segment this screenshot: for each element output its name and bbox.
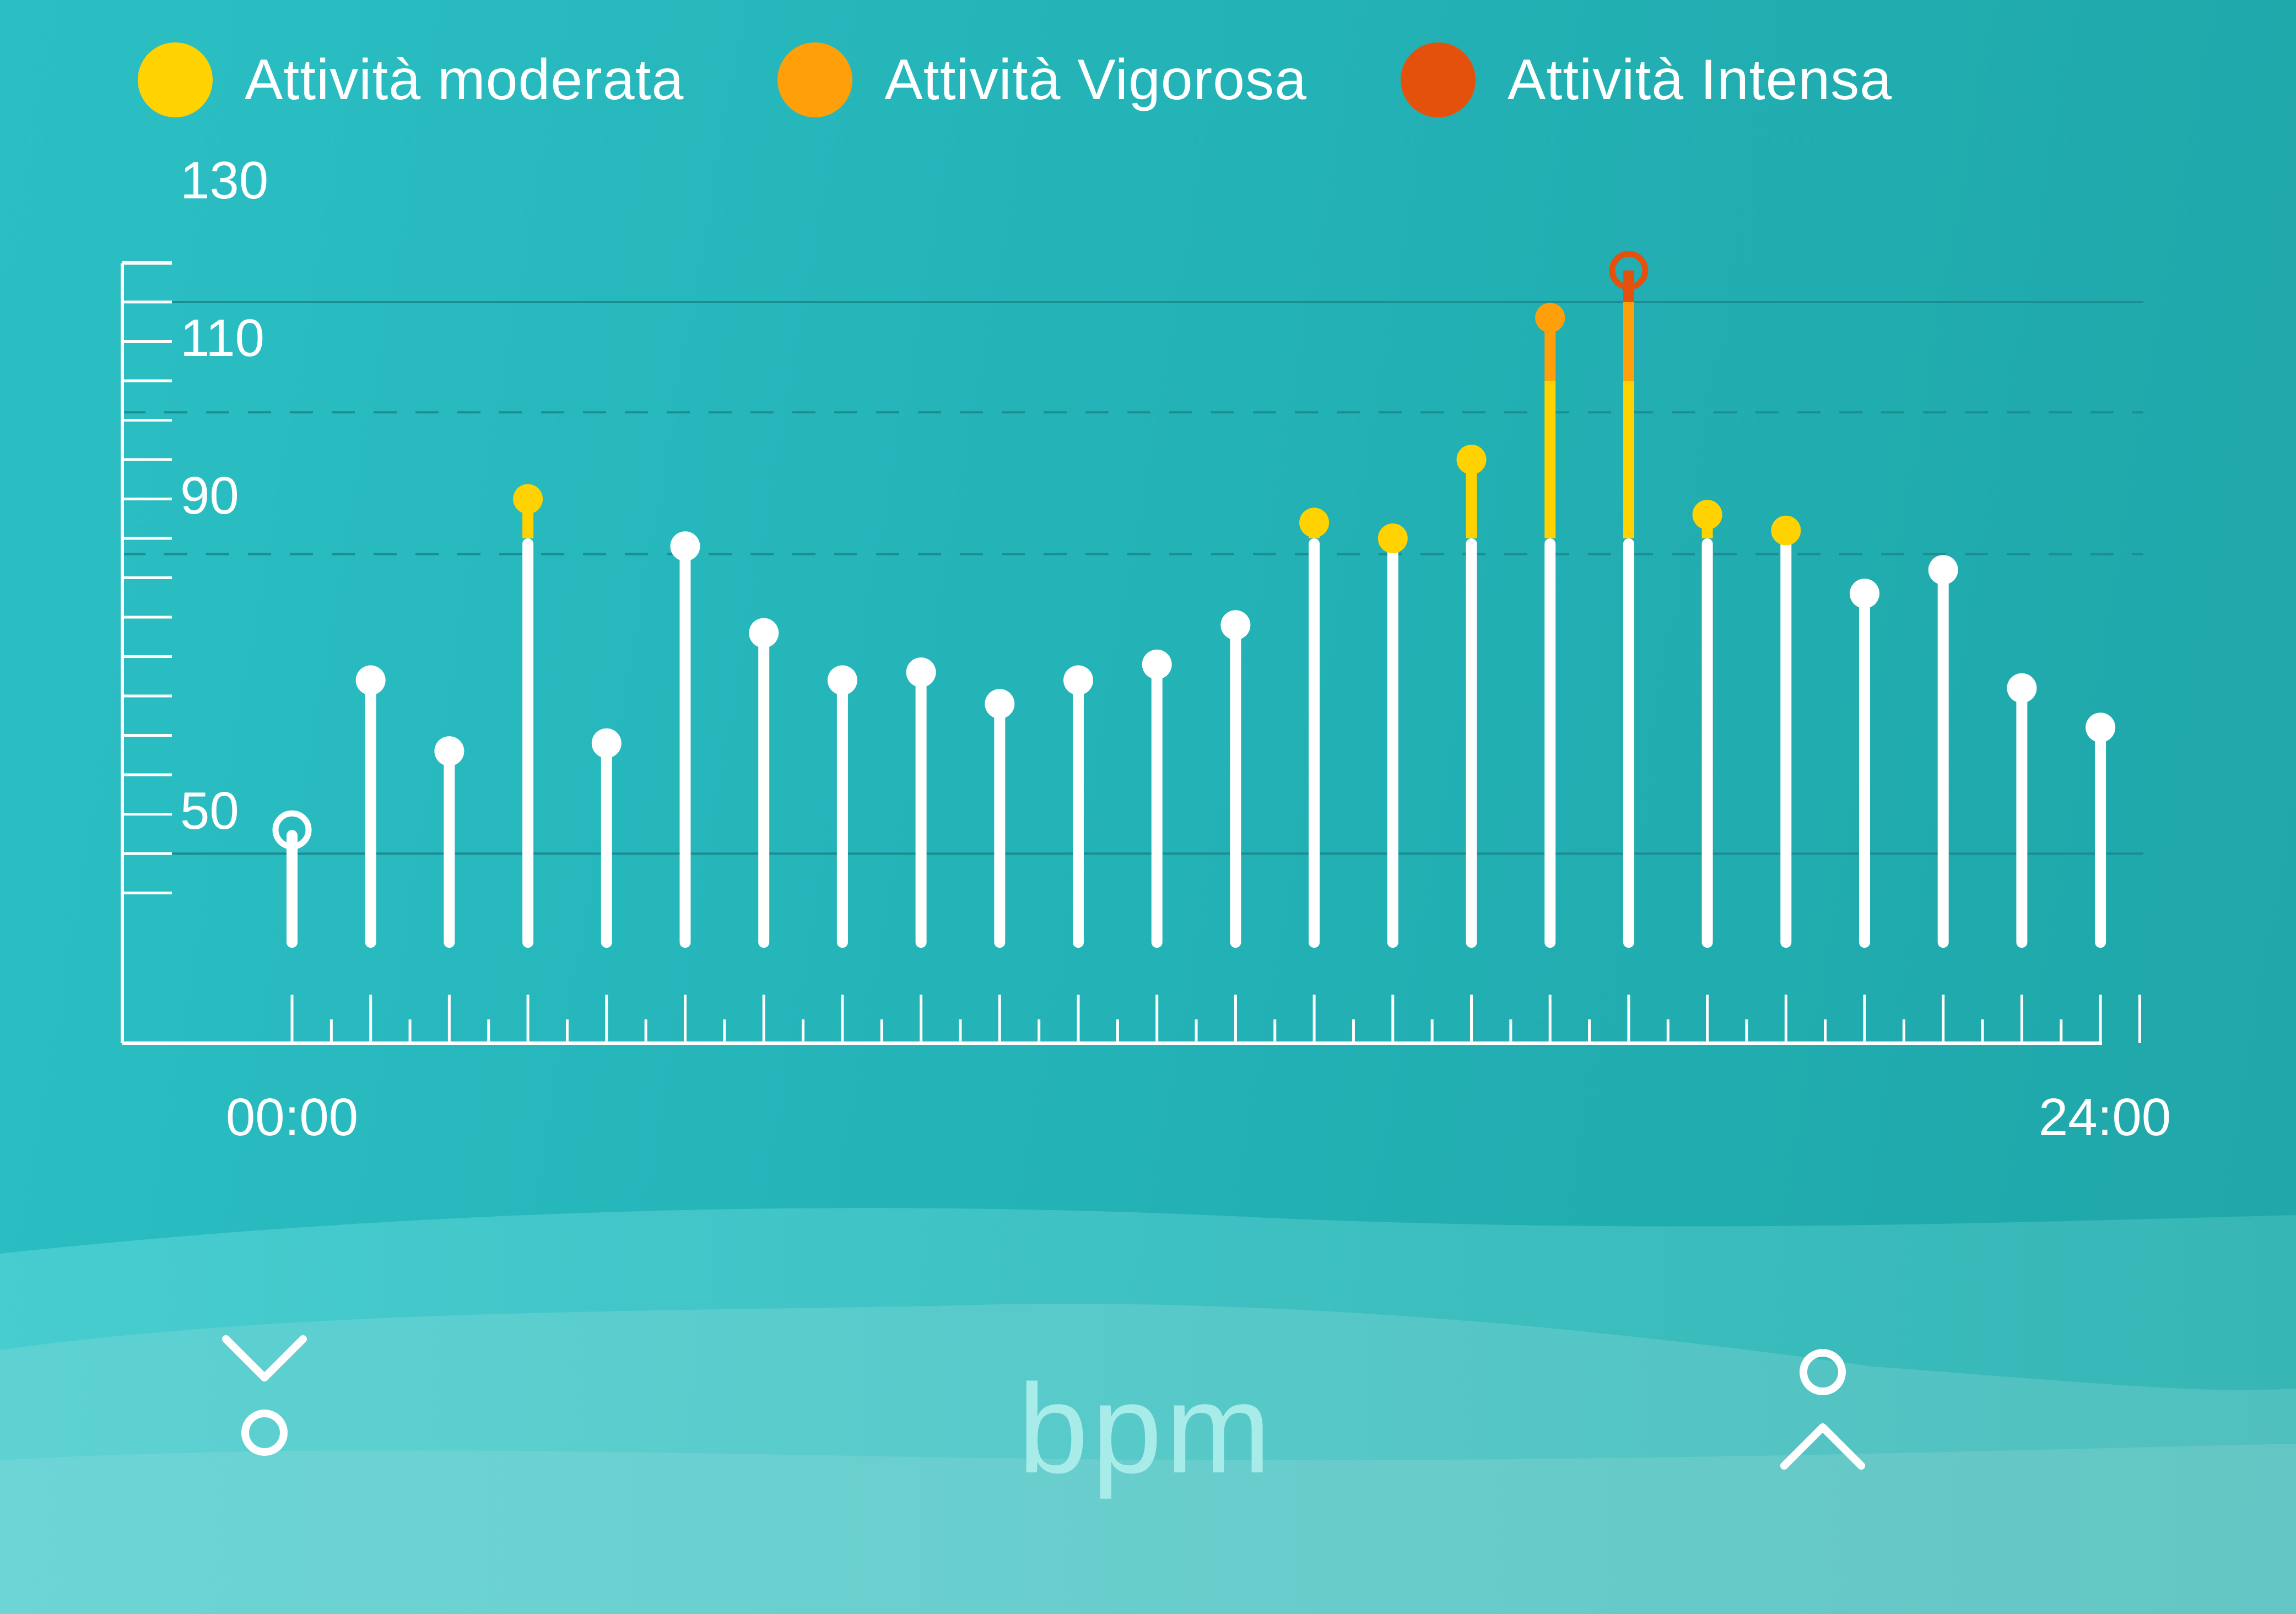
bar-17-segment-0 <box>1623 538 1634 948</box>
bar-21-segment-0 <box>1937 570 1949 948</box>
bar-10-point <box>1063 665 1093 695</box>
bar-7-point <box>827 665 857 695</box>
bar-12-segment-0 <box>1230 625 1241 948</box>
bar-19-point <box>1771 515 1801 546</box>
bar-15-segment-1 <box>1466 460 1477 538</box>
bar-6-segment-0 <box>758 633 770 948</box>
bar-0-segment-0 <box>287 830 298 948</box>
bar-18-segment-0 <box>1701 538 1713 948</box>
unit-label: bpm <box>1018 1358 1274 1499</box>
bar-17-max-marker <box>1609 251 1649 290</box>
bar-4-point <box>591 728 622 758</box>
bar-21-point <box>1928 555 1958 585</box>
bar-13-segment-0 <box>1309 538 1320 948</box>
bar-23-point <box>2086 712 2116 743</box>
bar-9-segment-0 <box>994 704 1006 948</box>
y-tick-label-130: 130 <box>180 151 268 210</box>
bar-10-segment-0 <box>1073 680 1084 948</box>
bar-2-segment-0 <box>444 751 455 948</box>
bar-15-point <box>1456 445 1487 474</box>
bar-11-segment-0 <box>1151 664 1163 948</box>
bar-0-min-marker <box>272 810 312 850</box>
legend-marker-vigorous <box>777 42 853 117</box>
bar-20-point <box>1850 579 1879 609</box>
bar-20-segment-0 <box>1859 593 1870 948</box>
x-label-end: 24:00 <box>2039 1088 2171 1147</box>
bar-4-segment-0 <box>601 743 612 948</box>
bar-22-point <box>2007 673 2037 703</box>
legend-label-vigorous: Attività Vigorosa <box>884 47 1307 112</box>
bar-1-segment-0 <box>365 680 376 948</box>
legend-marker-moderate <box>138 42 213 117</box>
legend-label-moderate: Attività moderata <box>245 47 684 112</box>
bar-18-point <box>1692 500 1722 530</box>
bar-7-segment-0 <box>836 680 848 948</box>
previous-button[interactable] <box>209 1328 320 1471</box>
bar-14-segment-0 <box>1387 538 1398 948</box>
bar-2-point <box>434 736 464 766</box>
bar-16-segment-0 <box>1544 538 1556 948</box>
bar-11-point <box>1142 649 1172 679</box>
bar-17-segment-1 <box>1623 381 1634 538</box>
bar-15-segment-0 <box>1466 538 1477 948</box>
bar-16-segment-1 <box>1544 381 1556 538</box>
bar-8-point <box>906 657 936 688</box>
bar-6-point <box>749 618 779 648</box>
bar-17-segment-2 <box>1623 302 1634 381</box>
bar-5-segment-0 <box>679 546 691 948</box>
bottom-panel: bpm <box>0 1201 2296 1614</box>
bar-3-point <box>513 484 543 514</box>
bar-12-point <box>1220 610 1251 640</box>
decorative-waves <box>0 1208 2296 1614</box>
y-tick-label-90: 90 <box>180 466 239 525</box>
next-button[interactable] <box>1768 1345 1878 1488</box>
bar-1-point <box>355 665 386 695</box>
legend-item-vigorous: Attività Vigorosa <box>777 42 1307 117</box>
heart-rate-chart: 130 110 90 50 00:00 24:00 <box>122 151 2171 1147</box>
chart-legend: Attività moderata Attività Vigorosa Atti… <box>138 33 1986 127</box>
bar-22-segment-0 <box>2016 688 2028 948</box>
legend-item-intense: Attività Intensa <box>1400 42 1893 117</box>
y-tick-label-50: 50 <box>180 781 239 840</box>
bar-16-segment-2 <box>1544 317 1556 381</box>
bar-8-segment-0 <box>915 672 927 948</box>
x-label-start: 00:00 <box>226 1088 358 1147</box>
bar-23-segment-0 <box>2095 727 2106 948</box>
bar-19-segment-0 <box>1780 538 1792 948</box>
bar-5-point <box>670 531 700 562</box>
bar-9-point <box>985 689 1015 719</box>
legend-marker-intense <box>1400 42 1476 117</box>
legend-label-intense: Attività Intensa <box>1507 47 1893 112</box>
bar-14-point <box>1377 523 1408 553</box>
bar-16-point <box>1535 303 1565 333</box>
chevron-up-circle-icon <box>1780 1349 1865 1470</box>
bar-13-point <box>1299 508 1330 538</box>
legend-item-moderate: Attività moderata <box>138 42 684 117</box>
chevron-down-circle-icon <box>222 1335 307 1456</box>
bar-3-segment-0 <box>522 538 534 948</box>
y-tick-label-110: 110 <box>180 309 264 368</box>
